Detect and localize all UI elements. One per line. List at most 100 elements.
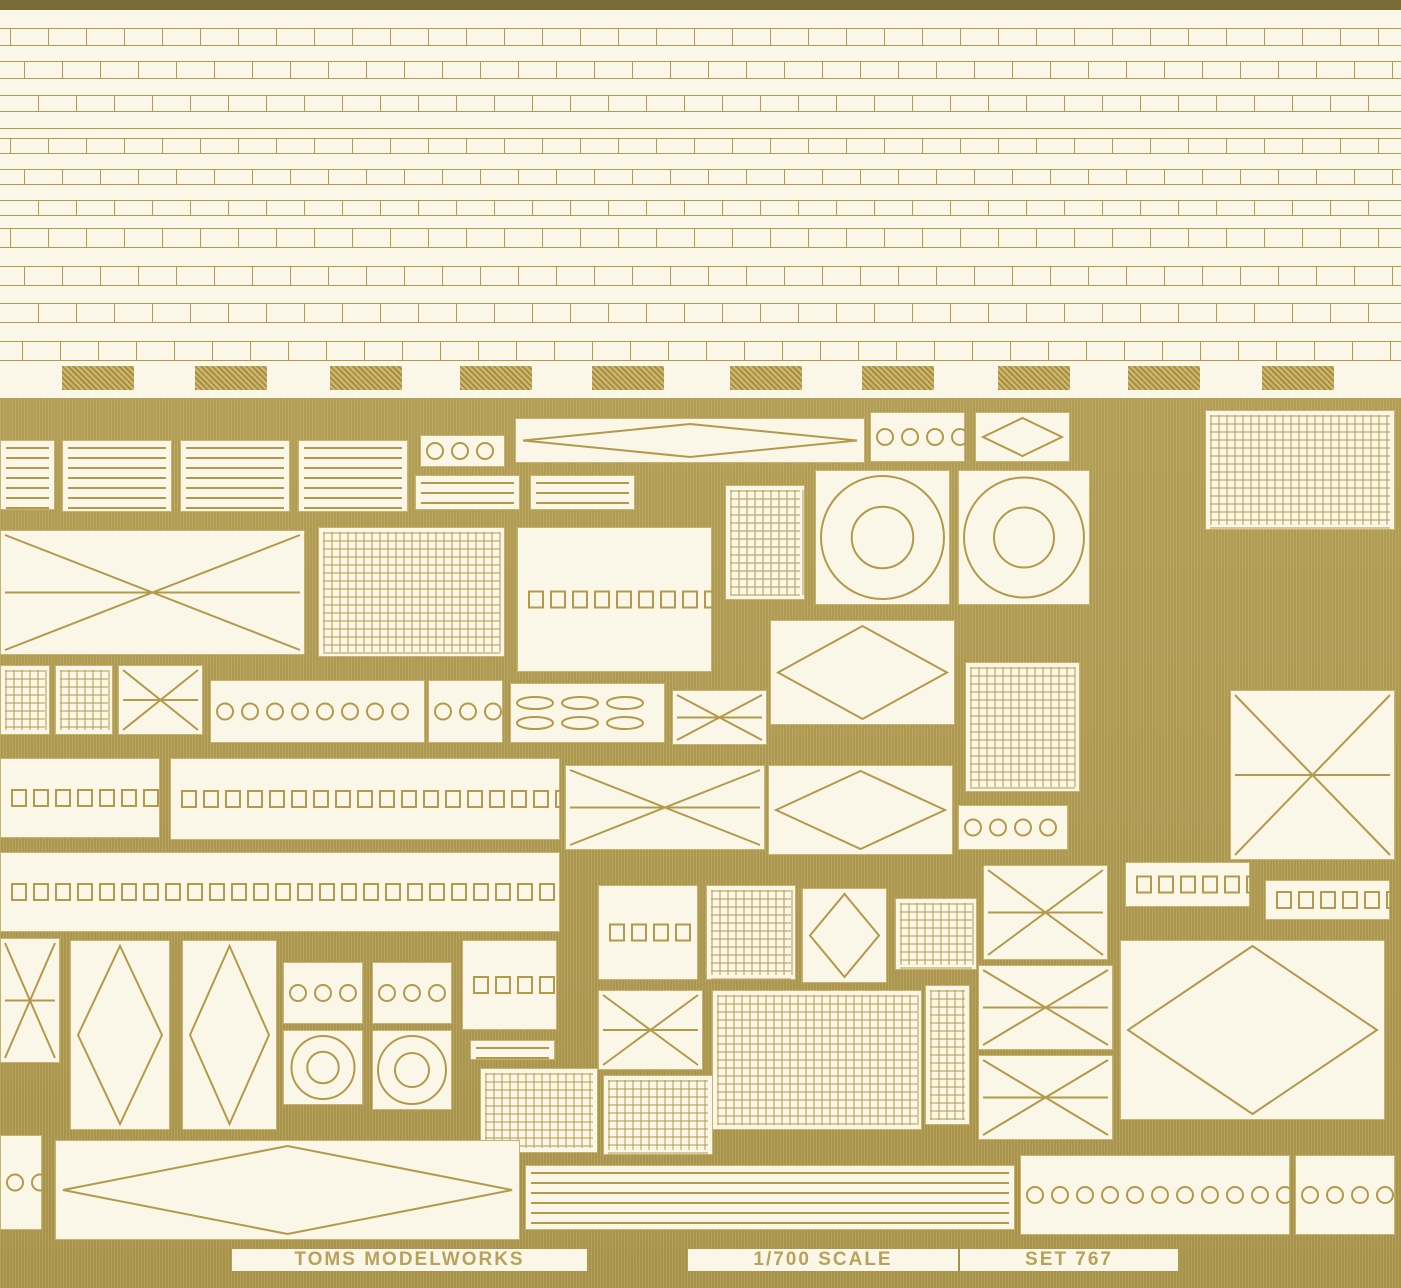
railing-stanchion	[266, 303, 267, 323]
railing-stanchion	[1140, 303, 1141, 323]
etched-part	[1295, 1155, 1395, 1235]
railing-stanchion	[304, 94, 305, 112]
etched-part	[0, 665, 50, 735]
railing-stanchion	[1150, 28, 1151, 45]
railing-stanchion	[86, 138, 87, 154]
railing-line	[0, 44, 1401, 46]
railing-stanchion	[646, 94, 647, 112]
set-label: SET 767	[960, 1249, 1178, 1271]
railing-stanchion	[1226, 228, 1227, 247]
railing-stanchion	[252, 61, 253, 78]
railing-stanchion	[124, 138, 125, 154]
railing-stanchion	[1064, 94, 1065, 112]
railing-stanchion	[152, 199, 153, 215]
railing-stanchion	[532, 199, 533, 215]
railing-stanchion	[1074, 28, 1075, 45]
etched-part	[55, 1140, 520, 1240]
railing-stanchion	[746, 168, 747, 185]
railing-stanchion	[276, 228, 277, 247]
railing-stanchion	[38, 94, 39, 112]
railing-stanchion	[1264, 138, 1265, 154]
railing-stanchion	[1074, 228, 1075, 247]
railing-stanchion	[10, 28, 11, 45]
railing-stanchion	[556, 168, 557, 185]
railing-stanchion	[570, 303, 571, 323]
railing-stanchion	[556, 61, 557, 78]
railing-stanchion	[326, 341, 327, 360]
railing-stanchion	[1292, 94, 1293, 112]
railing-stanchion	[884, 138, 885, 154]
railing-stanchion	[466, 138, 467, 154]
railing-stanchion	[822, 61, 823, 78]
railing-stanchion	[76, 303, 77, 323]
railing-line	[0, 94, 1401, 96]
railing-stanchion	[1188, 138, 1189, 154]
etched-part	[510, 683, 665, 743]
railing-stanchion	[124, 228, 125, 247]
etched-part	[182, 940, 277, 1130]
railing-stanchion	[632, 265, 633, 285]
railing-stanchion	[732, 28, 733, 45]
railing-stanchion	[250, 341, 251, 360]
railing-stanchion	[190, 303, 191, 323]
railing-stanchion	[798, 94, 799, 112]
railing-stanchion	[1126, 61, 1127, 78]
railing-stanchion	[24, 265, 25, 285]
railing-stanchion	[1316, 265, 1317, 285]
railing-stanchion	[836, 303, 837, 323]
railing-stanchion	[580, 228, 581, 247]
etched-part	[517, 527, 712, 672]
etched-part	[725, 485, 805, 600]
etched-part	[0, 440, 55, 510]
railing-stanchion	[440, 341, 441, 360]
etched-part	[598, 885, 698, 980]
railing-stanchion	[10, 228, 11, 247]
railing-stanchion	[1150, 138, 1151, 154]
railing-stanchion	[542, 228, 543, 247]
railing-stanchion	[770, 28, 771, 45]
railing-stanchion	[1074, 138, 1075, 154]
railing-stanchion	[570, 199, 571, 215]
etched-part	[0, 530, 305, 655]
railing-line	[0, 303, 1401, 305]
railing-stanchion	[314, 138, 315, 154]
railing-stanchion	[1112, 228, 1113, 247]
railing-stanchion	[152, 94, 153, 112]
railing-stanchion	[646, 303, 647, 323]
railing-stanchion	[580, 138, 581, 154]
railing-stanchion	[760, 303, 761, 323]
railing-stanchion	[418, 94, 419, 112]
railing-stanchion	[1354, 168, 1355, 185]
railing-stanchion	[1340, 228, 1341, 247]
railing-stanchion	[554, 341, 555, 360]
etched-part	[770, 620, 955, 725]
etched-part	[1205, 410, 1395, 530]
railing-stanchion	[266, 199, 267, 215]
railing-stanchion	[1202, 61, 1203, 78]
mesh-tab	[1262, 366, 1334, 390]
railing-stanchion	[898, 168, 899, 185]
railing-stanchion	[114, 94, 115, 112]
etched-part	[515, 418, 865, 463]
railing-stanchion	[428, 28, 429, 45]
railing-stanchion	[1330, 199, 1331, 215]
mesh-tab	[998, 366, 1070, 390]
railing-stanchion	[174, 341, 175, 360]
railing-stanchion	[1330, 94, 1331, 112]
etched-part	[706, 885, 796, 980]
railing-stanchion	[618, 138, 619, 154]
etched-part	[525, 1165, 1015, 1230]
railing-stanchion	[1392, 61, 1393, 78]
railing-stanchion	[1036, 138, 1037, 154]
railing-stanchion	[1086, 341, 1087, 360]
railing-stanchion	[214, 61, 215, 78]
etched-part	[298, 440, 408, 512]
railing-line	[0, 184, 1401, 186]
railing-stanchion	[684, 94, 685, 112]
railing-stanchion	[1064, 199, 1065, 215]
railing-stanchion	[1226, 28, 1227, 45]
railing-line	[0, 265, 1401, 267]
etched-part	[0, 1135, 42, 1230]
railing-stanchion	[138, 265, 139, 285]
railing-stanchion	[390, 28, 391, 45]
